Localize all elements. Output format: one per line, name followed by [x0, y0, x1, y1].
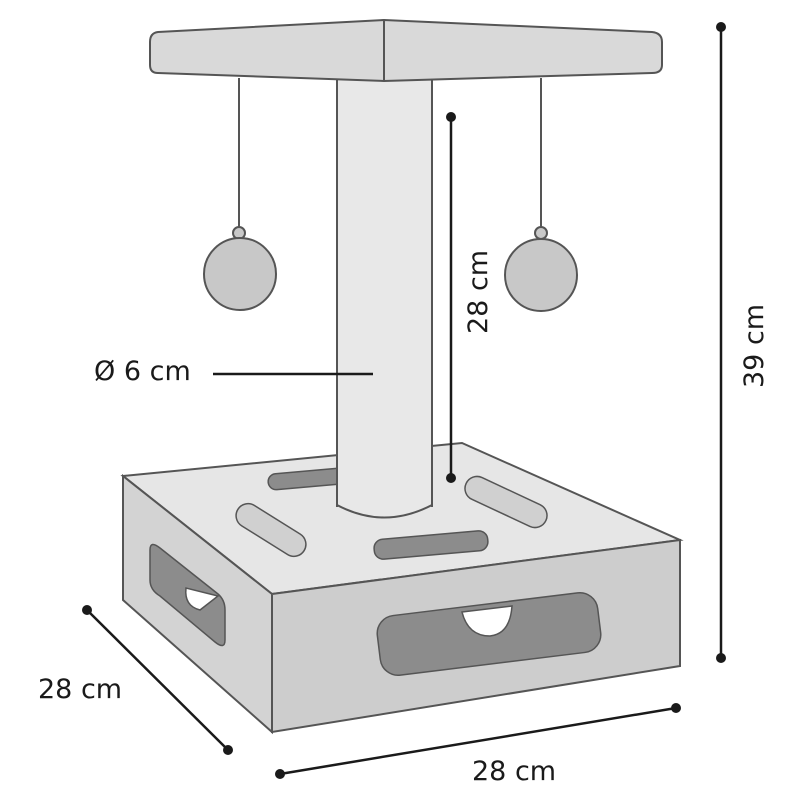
post-base-section [336, 440, 433, 519]
dimension-base-width [275, 703, 681, 779]
label-base-depth: 28 cm [38, 674, 122, 705]
dimension-base-depth [82, 605, 233, 755]
label-total-height: 39 cm [739, 304, 770, 388]
top-slot-left [235, 502, 307, 558]
dimension-total-height [716, 22, 726, 663]
left-hanging-ball [203, 226, 277, 311]
top-platform [149, 18, 663, 83]
top-slot-right [464, 475, 548, 529]
right-hanging-ball [504, 226, 578, 312]
label-post-height: 28 cm [463, 250, 494, 334]
label-post-diameter: Ø 6 cm [94, 356, 191, 387]
base-play-box [120, 441, 684, 735]
scratching-post [336, 69, 433, 511]
label-base-width: 28 cm [472, 756, 556, 787]
dimension-post-height [446, 112, 456, 483]
top-slot-front [373, 530, 489, 560]
